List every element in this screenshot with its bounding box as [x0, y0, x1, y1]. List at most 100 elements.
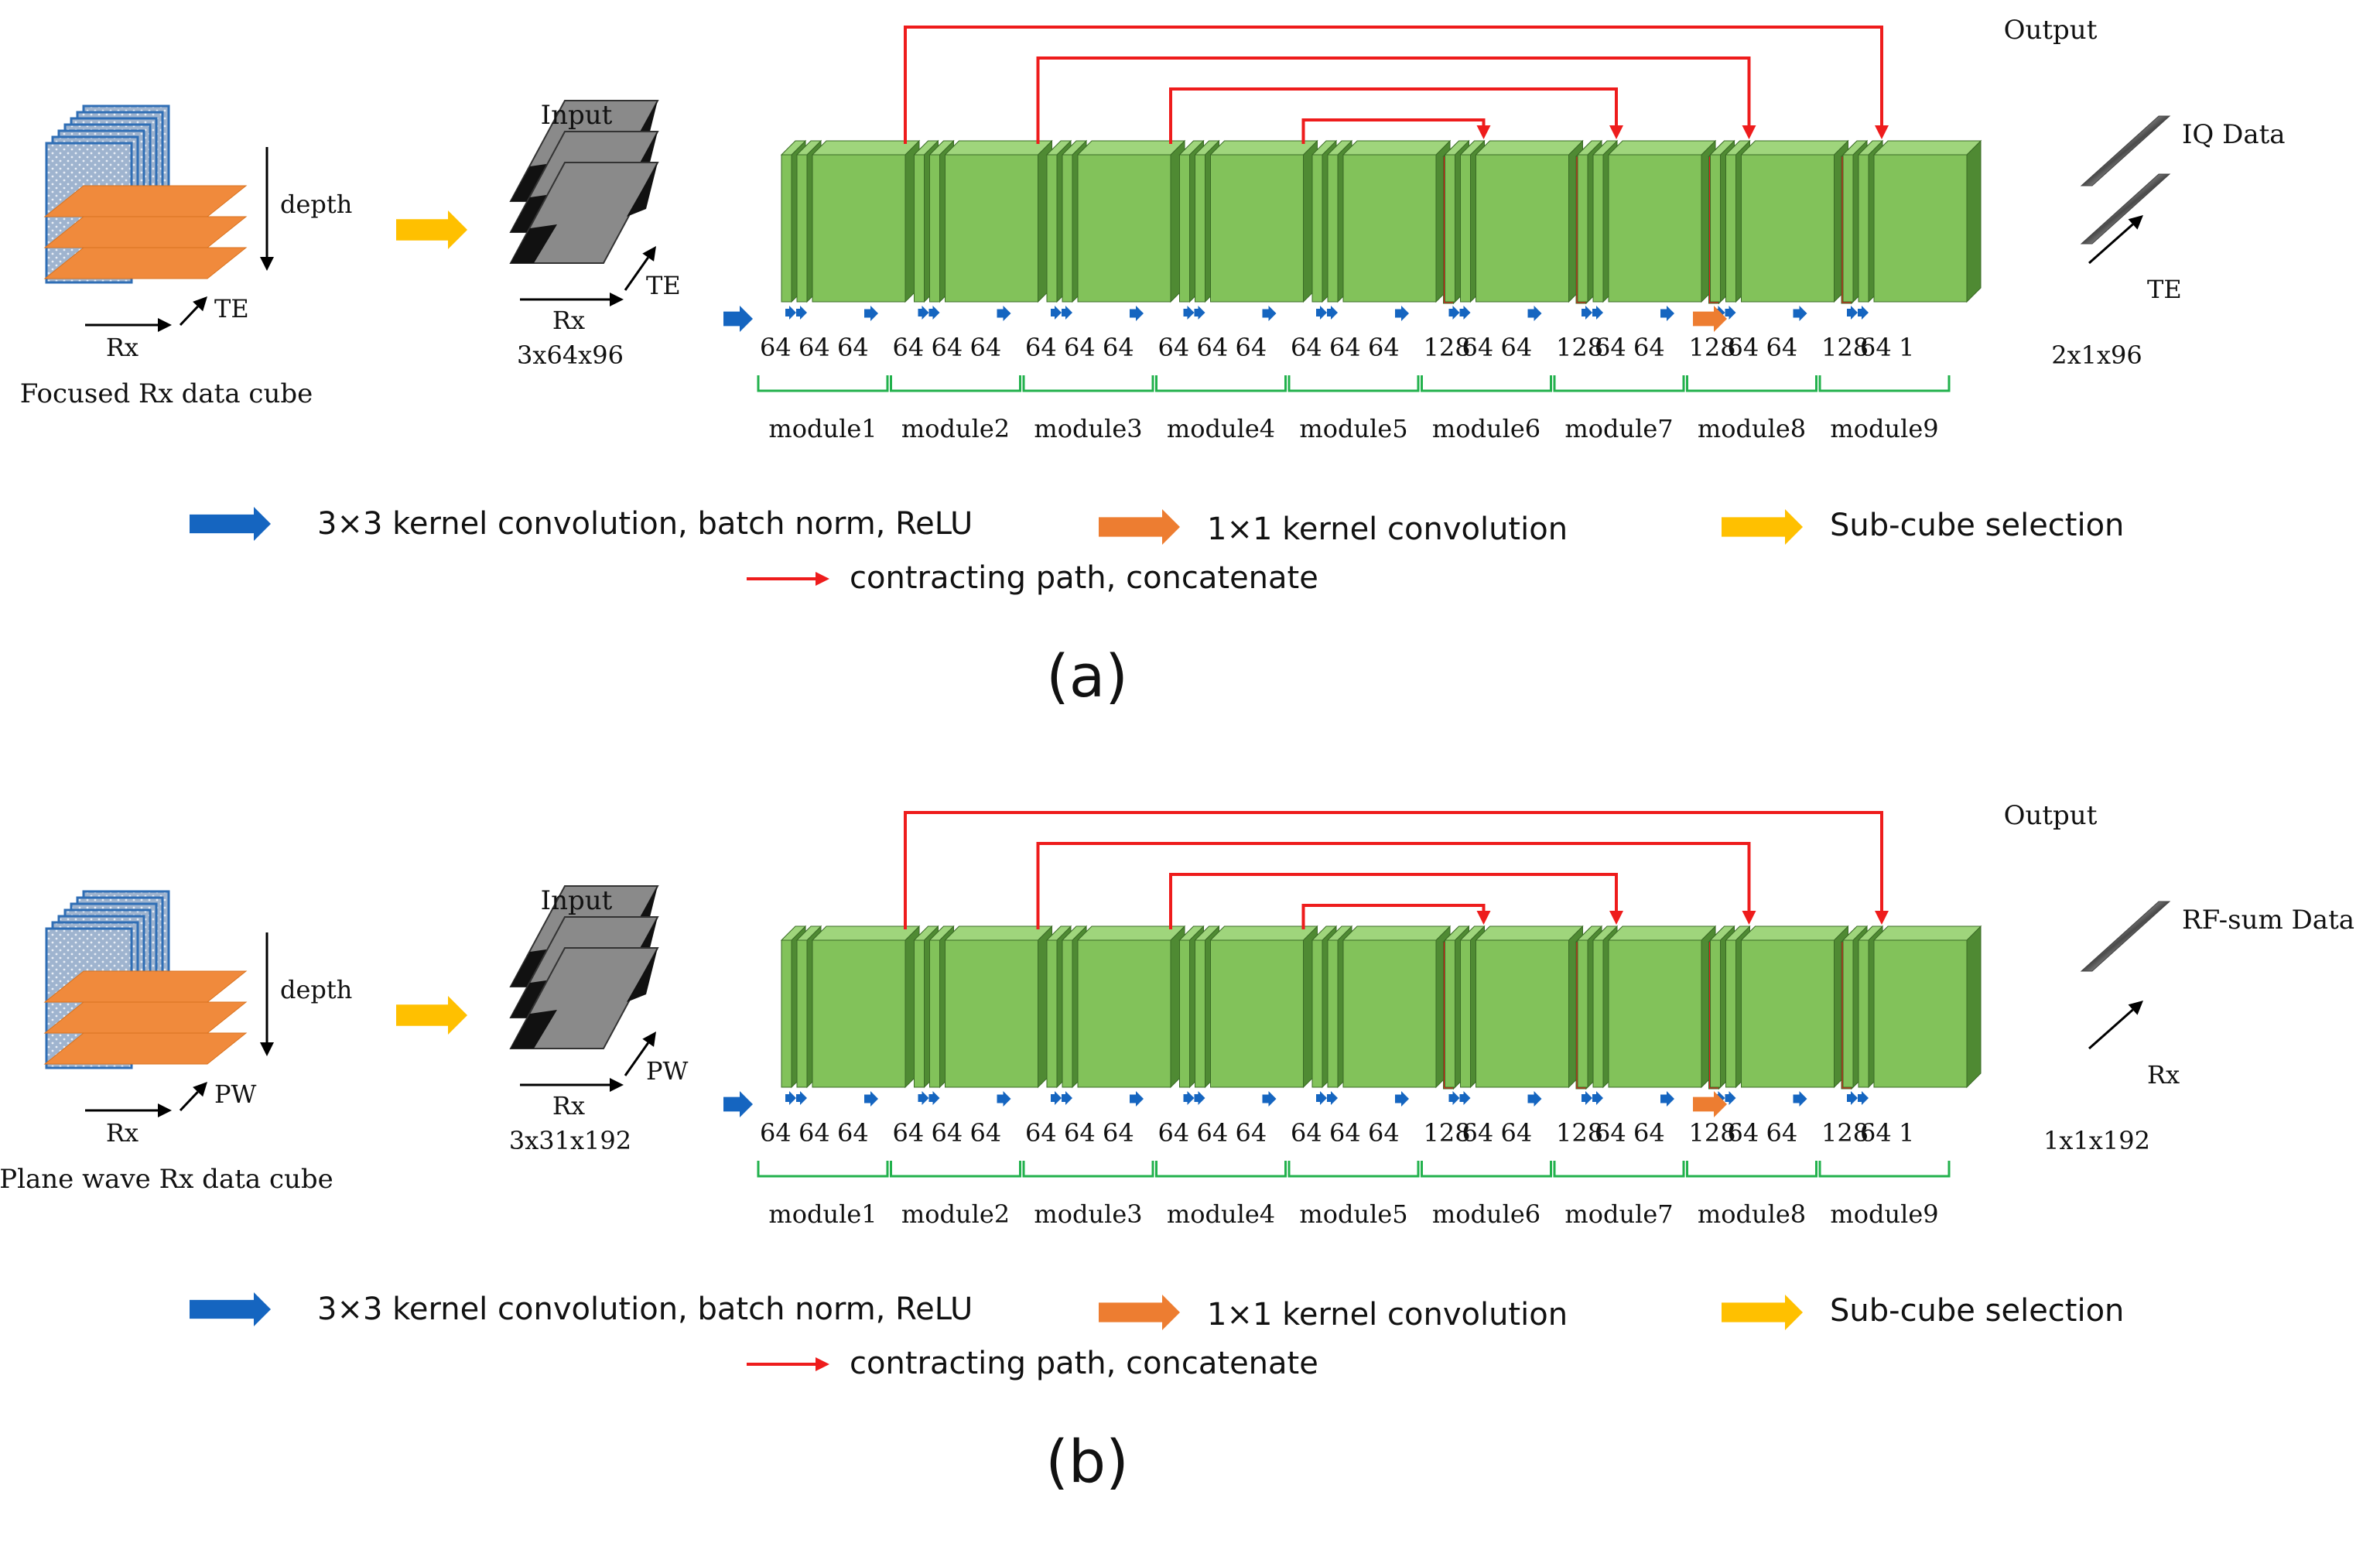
feature-slab [1209, 925, 1318, 1089]
skip-line [1301, 118, 1486, 144]
legend-yellow-arrow [1722, 509, 1803, 545]
channel-count: 64 [1025, 333, 1057, 362]
module-label: module7 [1564, 414, 1673, 443]
conv-arrow [1051, 1091, 1062, 1105]
depth-label: depth [280, 190, 352, 219]
channel-count: 64 [893, 333, 925, 362]
module-bracket [1553, 375, 1685, 392]
module-label: module2 [901, 1199, 1010, 1229]
module-label: module5 [1299, 414, 1407, 443]
conv-arrow [1793, 306, 1807, 321]
module-label: module6 [1432, 414, 1541, 443]
channel-count: 64 [1462, 333, 1494, 362]
conv-arrow [1858, 306, 1869, 320]
skip-arrowhead [1476, 911, 1491, 925]
module-bracket [757, 375, 889, 392]
output-name: IQ Data [2182, 119, 2286, 150]
conv-arrow [1459, 1091, 1471, 1105]
conv-arrow [1858, 1091, 1869, 1105]
legend-blue-arrow [190, 1292, 271, 1326]
output-axis-arrow [2088, 1001, 2143, 1050]
legend-orange-arrow [1099, 509, 1180, 545]
conv-arrow [928, 1091, 940, 1105]
module-label: module1 [768, 1199, 877, 1229]
skip-line [1301, 904, 1486, 929]
channel-count: 64 [970, 1118, 1002, 1148]
skip-line [1169, 873, 1618, 929]
conv-arrow [918, 1091, 929, 1105]
skip-arrowhead [1875, 125, 1889, 139]
module-label: module1 [768, 414, 877, 443]
conv-arrow [1316, 1091, 1327, 1105]
module-label: module3 [1034, 414, 1142, 443]
skip-arrowhead [1609, 125, 1623, 139]
skip-connections [904, 811, 1889, 929]
legend-orange-arrow [1099, 1295, 1180, 1330]
channel-count: 64 [1329, 333, 1361, 362]
channel-count: 128 [1689, 333, 1736, 362]
channel-count: 64 [760, 333, 792, 362]
conv-arrow [1183, 306, 1195, 320]
feature-slab [811, 925, 921, 1089]
module-label: module7 [1564, 1199, 1673, 1229]
skip-line [904, 811, 1883, 929]
input-stack [509, 885, 659, 1049]
channel-count: 64 [1103, 333, 1134, 362]
skip-arrowhead [1609, 911, 1623, 925]
output-stripe [2080, 173, 2171, 245]
skip-arrowhead [1742, 911, 1756, 925]
input-third-label: PW [646, 1056, 689, 1086]
module-bracket [757, 1161, 889, 1178]
conv-arrow [796, 306, 807, 320]
legend-red-arrow [747, 1357, 829, 1371]
input-third-arrow [624, 1032, 656, 1076]
output-name: RF-sum Data [2182, 905, 2354, 936]
cube-caption: Focused Rx data cube [20, 378, 313, 409]
output-stripe [2080, 115, 2171, 186]
feature-slab [1076, 925, 1186, 1089]
conv-arrow [997, 1091, 1011, 1107]
data-cube [43, 890, 248, 1069]
conv-arrow [1262, 306, 1277, 321]
channel-count: 64 [837, 1118, 869, 1148]
third-axis-arrow [179, 296, 207, 327]
rx-axis-arrow [85, 318, 172, 332]
module-bracket [1421, 375, 1552, 392]
legend: 3×3 kernel convolution, batch norm, ReLU… [190, 506, 2124, 596]
module-bracket [1818, 375, 1951, 392]
output-conv-arrow [1693, 306, 1727, 332]
conv-arrow [1130, 1091, 1144, 1107]
module-bracket [890, 375, 1021, 392]
legend-blue-text: 3×3 kernel convolution, batch norm, ReLU [317, 1292, 973, 1327]
conv-arrow [796, 1091, 807, 1105]
conv-arrow [785, 306, 796, 320]
feature-slab [1740, 925, 1849, 1089]
module-bracket [890, 1161, 1021, 1178]
module-bracket [1155, 1161, 1287, 1178]
channel-count: 128 [1424, 1118, 1471, 1148]
output-conv-arrow [1693, 1091, 1727, 1117]
third-axis-label: TE [214, 294, 249, 323]
input-title: Input [541, 100, 613, 131]
conv-arrow [1725, 1091, 1736, 1105]
channel-count: 64 [1728, 333, 1759, 362]
channel-count: 64 [1462, 1118, 1494, 1148]
panel-caption: (b) [1045, 1427, 1129, 1496]
module-label: module4 [1167, 414, 1275, 443]
channel-count: 64 [1291, 1118, 1322, 1148]
input-conv-arrow [723, 306, 753, 332]
conv-arrow [1130, 306, 1144, 321]
conv-arrow [1183, 1091, 1195, 1105]
